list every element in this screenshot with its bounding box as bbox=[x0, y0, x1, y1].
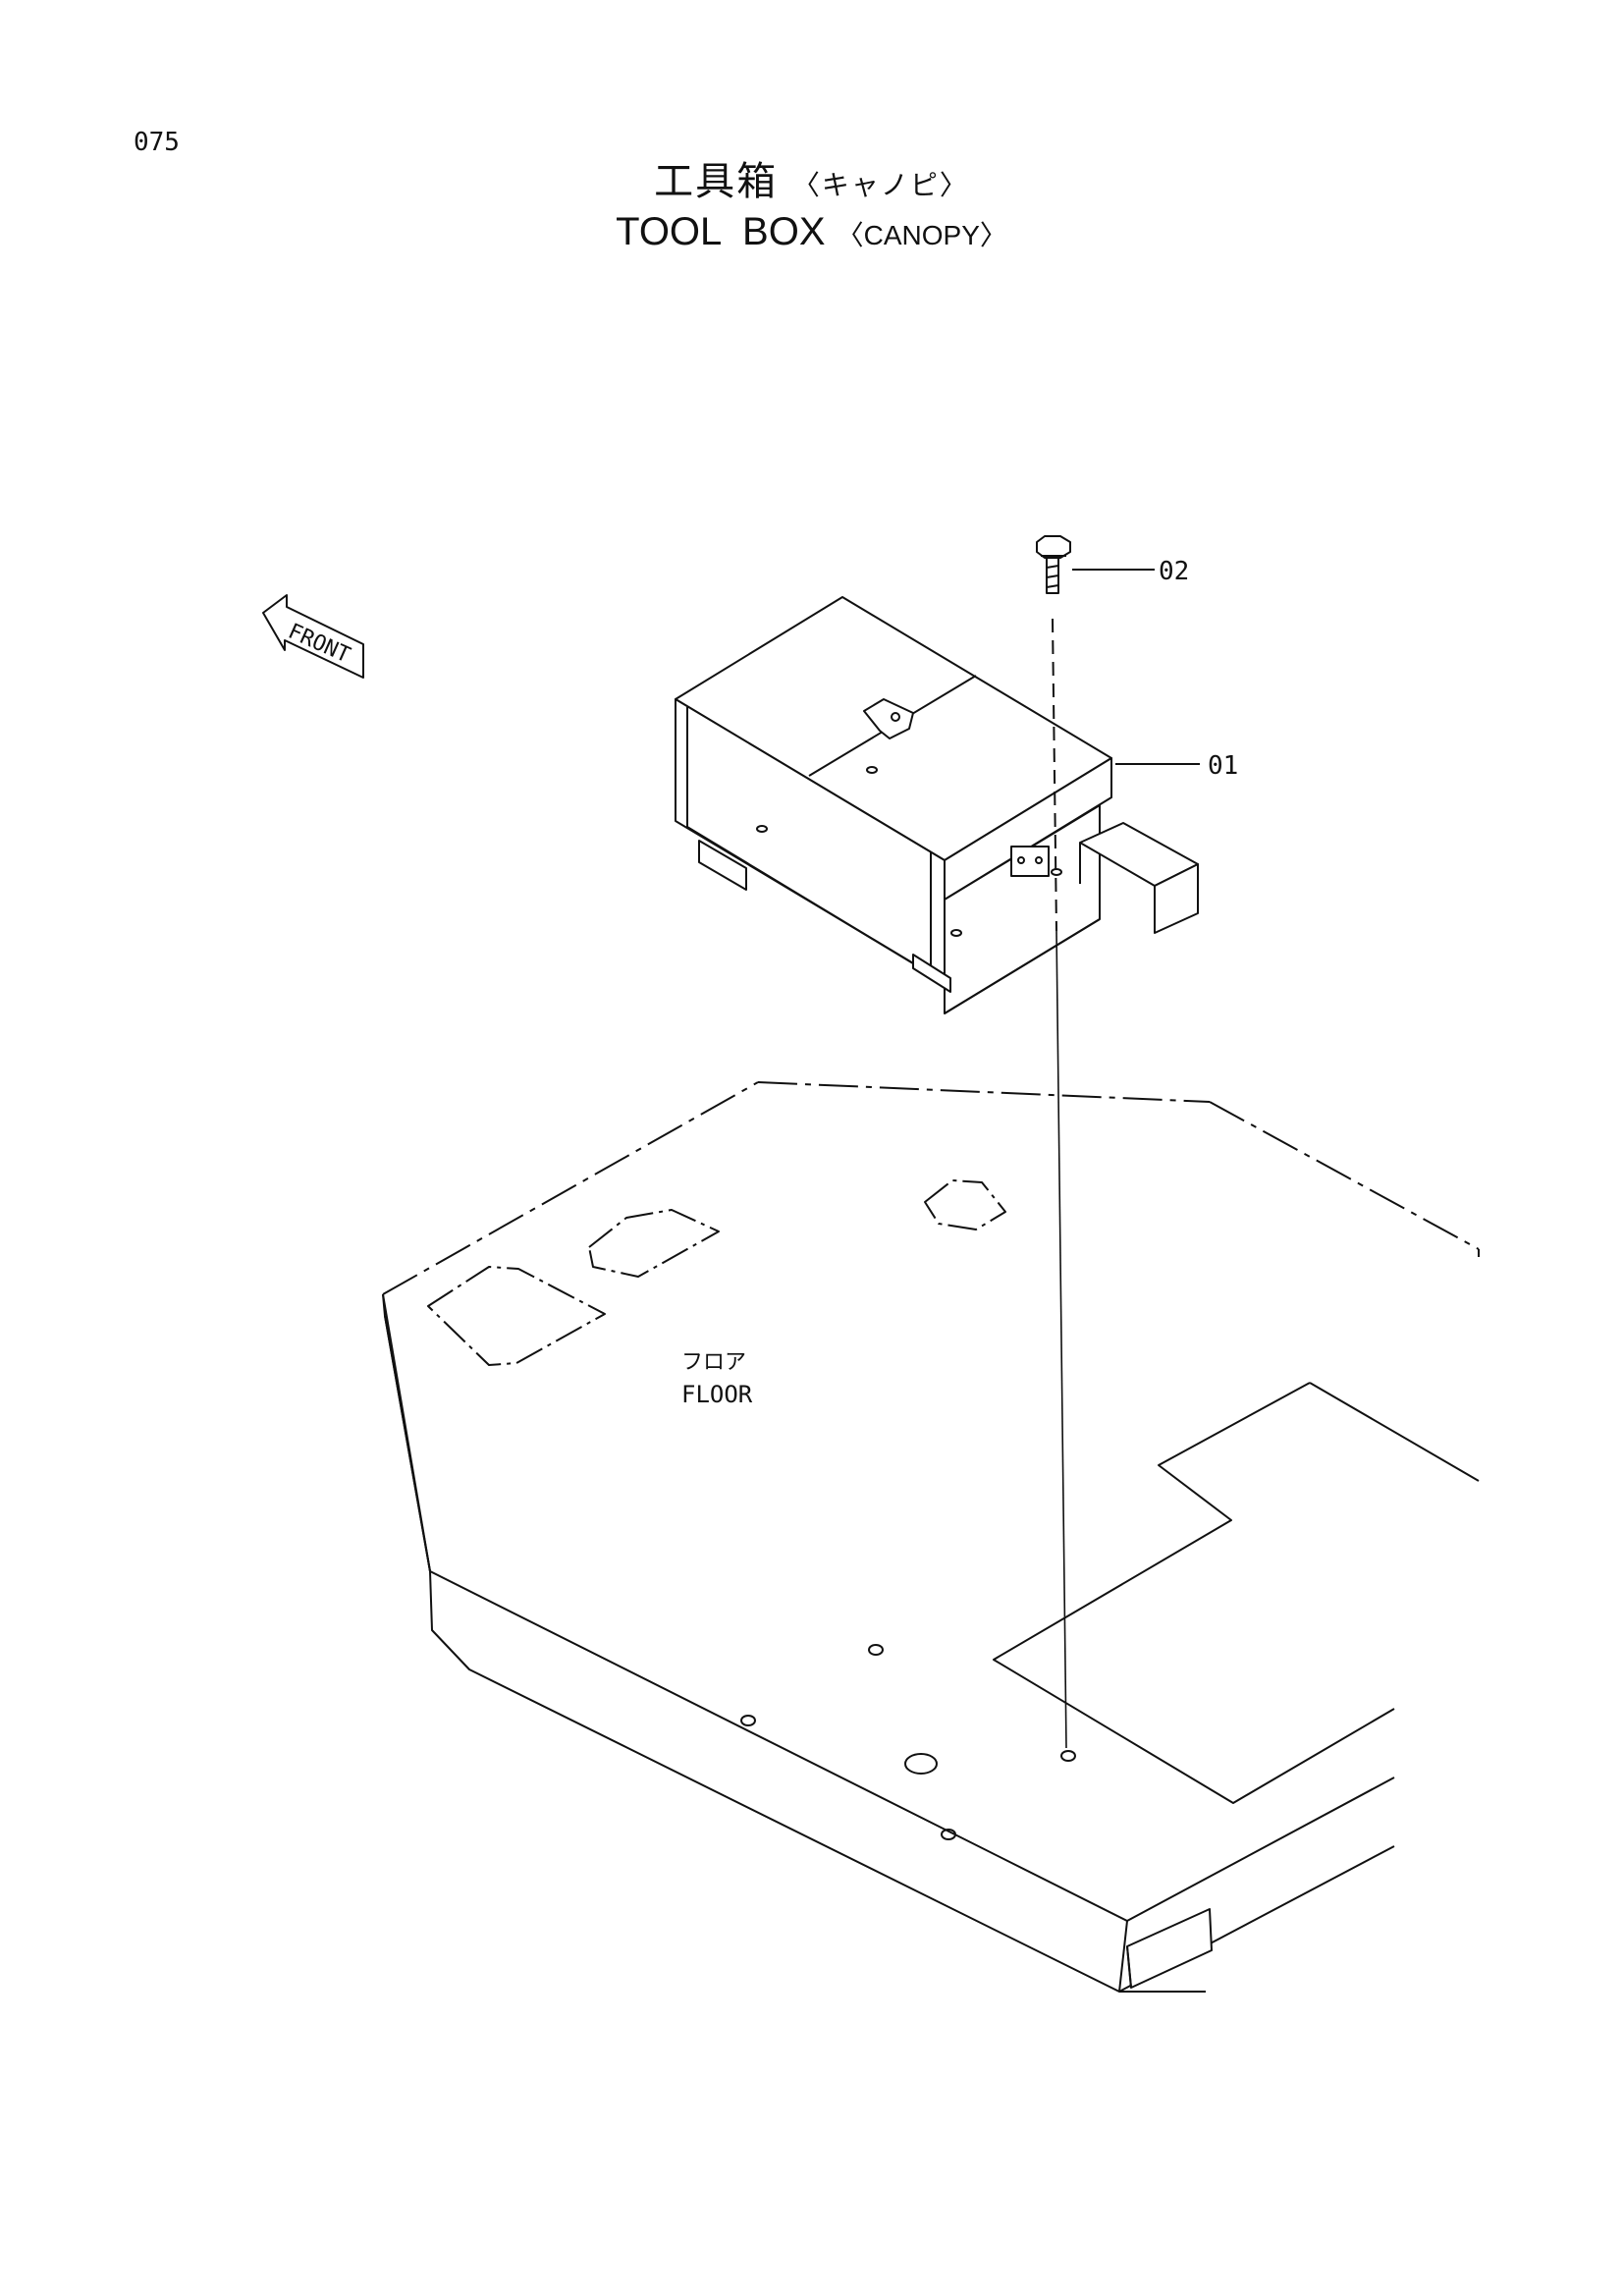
installation-center-line bbox=[1052, 618, 1057, 932]
page-number: 075 bbox=[134, 128, 180, 157]
title-english-main: TOOL BOX bbox=[616, 210, 826, 253]
floor-label-jp: フロア bbox=[681, 1350, 746, 1375]
front-arrow-icon: FRONT bbox=[262, 594, 364, 679]
title-japanese-sub: 〈キャノピ〉 bbox=[791, 169, 969, 201]
title-japanese-main: 工具箱 bbox=[654, 159, 779, 204]
callout-01: 01 bbox=[1208, 751, 1238, 781]
floor-plate bbox=[382, 1081, 1480, 1993]
title-english-sub: 〈CANOPY〉 bbox=[836, 220, 1007, 250]
title-japanese: 工具箱 〈キャノピ〉 bbox=[0, 149, 1623, 206]
title-english: TOOL BOX 〈CANOPY〉 bbox=[0, 210, 1623, 254]
tool-box-part bbox=[675, 596, 1199, 1014]
callout-02: 02 bbox=[1159, 557, 1189, 586]
floor-label-en: FLOOR bbox=[681, 1381, 753, 1408]
bolt-icon bbox=[1036, 535, 1071, 594]
